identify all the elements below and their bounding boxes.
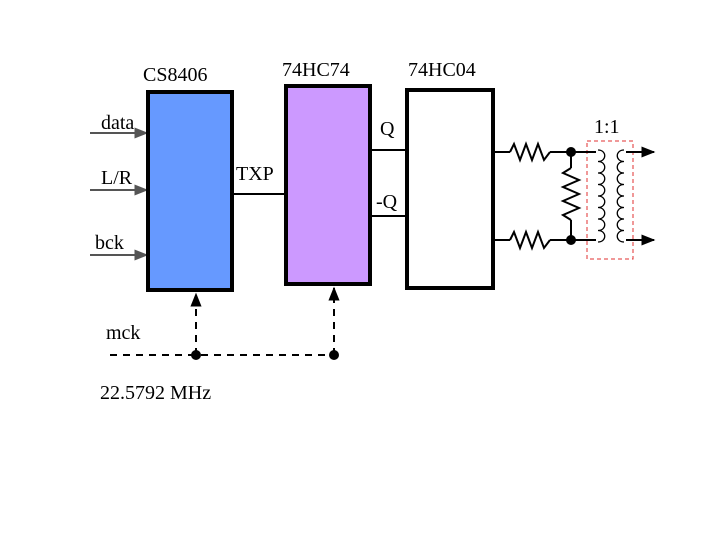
nq-label: -Q [376,191,398,213]
hc74-block [284,84,372,286]
resistor-shunt [560,167,582,221]
q-label: Q [380,118,395,140]
hc74-label: 74HC74 [282,59,350,81]
txp-label: TXP [236,163,274,185]
hc04-block [405,88,495,290]
resistor-bottom [509,229,551,251]
input-label-data: data [101,112,134,134]
transformer-secondary-coil [616,149,625,243]
input-label-lr: L/R [101,167,133,189]
cs8406-label: CS8406 [143,64,207,86]
resistor-top [509,141,551,163]
transformer-ratio-label: 1:1 [594,116,620,138]
input-label-bck: bck [95,232,124,254]
clock-junction-1 [191,350,201,360]
clock-junction-2 [329,350,339,360]
mck-label: mck [106,322,140,344]
transformer-enclosure [586,140,634,260]
cs8406-block [146,90,234,292]
transformer-primary-coil [597,149,606,243]
hc04-label: 74HC04 [408,59,476,81]
clock-frequency-label: 22.5792 MHz [100,382,211,404]
